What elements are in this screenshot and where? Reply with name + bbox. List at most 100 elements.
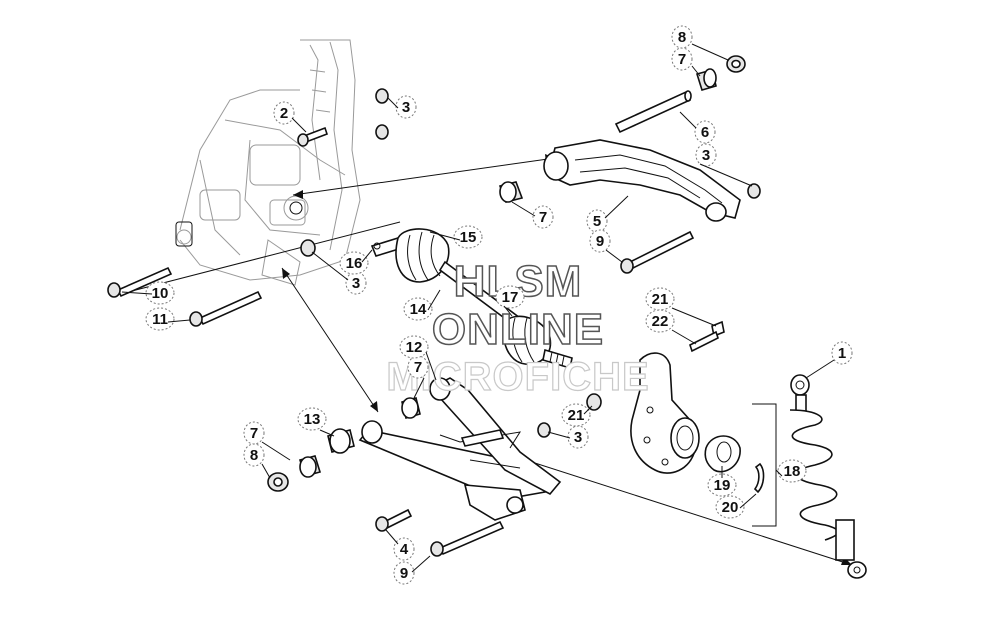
callout-c1: 1 <box>805 341 853 379</box>
callout-bubble <box>273 101 295 125</box>
callout-number: 3 <box>402 99 410 116</box>
callout-c22: 22 <box>645 309 697 345</box>
upper-bushing-set <box>695 55 746 91</box>
callout-c11: 11 <box>145 307 191 331</box>
callout-c13: 13 <box>297 407 335 437</box>
callout-bubble <box>145 281 175 305</box>
callout-number: 21 <box>652 291 669 308</box>
callout-number: 3 <box>352 275 360 292</box>
callout-number: 13 <box>304 411 321 428</box>
shock-absorber <box>752 374 867 579</box>
callout-leader <box>261 441 291 461</box>
callout-number: 10 <box>152 285 169 302</box>
callout-c7a: 7 <box>671 47 701 77</box>
callout-leader <box>311 251 349 281</box>
callout-number: 12 <box>406 339 423 356</box>
callout-leader <box>425 351 437 381</box>
callout-number: 16 <box>346 255 363 272</box>
callout-c17: 17 <box>495 285 525 317</box>
callout-number: 8 <box>250 447 258 464</box>
callout-number: 7 <box>539 209 547 226</box>
callout-leader <box>291 117 307 133</box>
callout-leader <box>411 555 431 573</box>
callout-c9a: 9 <box>589 229 623 263</box>
callout-bubble <box>589 229 611 253</box>
callout-bubble <box>561 403 591 427</box>
callout-leader <box>691 43 729 61</box>
callout-leader <box>605 249 623 263</box>
callout-number: 7 <box>414 359 422 376</box>
callout-number: 19 <box>714 477 731 494</box>
callout-bubble <box>453 225 483 249</box>
callout-leader <box>503 305 513 317</box>
callout-c3b: 3 <box>695 143 753 187</box>
callout-number: 17 <box>502 289 519 306</box>
watermark-line2: ONLINE <box>432 305 604 354</box>
callout-leader <box>319 429 335 437</box>
callout-leader <box>604 195 629 219</box>
callout-c14: 14 <box>403 289 441 321</box>
callout-c18: 18 <box>775 459 807 483</box>
callout-c7b: 7 <box>511 201 554 229</box>
callout-c12: 12 <box>399 335 437 381</box>
callout-number: 4 <box>400 541 409 558</box>
upper-a-arm <box>543 139 741 222</box>
callout-bubble <box>645 287 675 311</box>
callout-c20: 20 <box>715 493 757 519</box>
callout-leader <box>361 249 373 263</box>
callout-leader <box>167 319 191 323</box>
callout-leader <box>427 289 441 311</box>
callout-leader <box>387 97 399 109</box>
callout-leader <box>413 377 425 399</box>
callout-bubble <box>694 120 716 144</box>
callout-leader <box>547 431 571 439</box>
callout-c4: 4 <box>385 529 415 561</box>
lower-a-arm <box>358 377 562 521</box>
callout-number: 21 <box>568 407 585 424</box>
steering-knuckle <box>586 320 765 494</box>
callout-number: 11 <box>152 311 168 328</box>
callout-number: 6 <box>701 124 709 141</box>
callout-number: 5 <box>593 213 601 230</box>
frame-hardware <box>107 88 389 327</box>
callout-number: 9 <box>400 565 408 582</box>
callout-c16: 16 <box>339 249 373 275</box>
callout-bubble <box>339 251 369 275</box>
callout-leader <box>671 329 697 345</box>
callout-leader <box>671 307 717 327</box>
callout-bubble <box>393 561 415 585</box>
upper-left-bushing <box>498 181 524 203</box>
callout-leader <box>385 529 399 545</box>
callout-bubble <box>297 407 327 431</box>
half-shaft-axle <box>370 228 573 370</box>
callout-number: 20 <box>722 499 739 516</box>
callout-number: 9 <box>596 233 604 250</box>
callout-number: 3 <box>574 429 582 446</box>
callout-number: 18 <box>784 463 801 480</box>
frame-chassis <box>175 39 361 286</box>
callout-c6: 6 <box>679 111 716 144</box>
callout-leader <box>699 163 753 187</box>
upper-arm-bolt <box>620 230 695 274</box>
callout-bubble <box>243 443 265 467</box>
callout-bubble <box>403 297 433 321</box>
callout-bubble <box>395 95 417 119</box>
callout-bubble <box>671 25 693 49</box>
callout-bubble <box>393 537 415 561</box>
callout-bubble <box>645 309 675 333</box>
callout-leader <box>775 469 783 477</box>
callout-bubble <box>495 285 525 309</box>
callout-number: 3 <box>702 147 710 164</box>
callout-c3a: 3 <box>387 95 417 119</box>
callout-c2: 2 <box>273 101 307 133</box>
callout-number: 2 <box>280 105 288 122</box>
callout-c19: 19 <box>707 466 737 497</box>
callout-number: 14 <box>410 301 427 318</box>
callout-c7c: 7 <box>407 355 429 399</box>
callout-number: 15 <box>460 229 477 246</box>
callout-c8a: 8 <box>671 25 729 61</box>
callout-leader <box>121 291 153 295</box>
callout-c10: 10 <box>121 281 175 305</box>
callout-number: 7 <box>250 425 258 442</box>
